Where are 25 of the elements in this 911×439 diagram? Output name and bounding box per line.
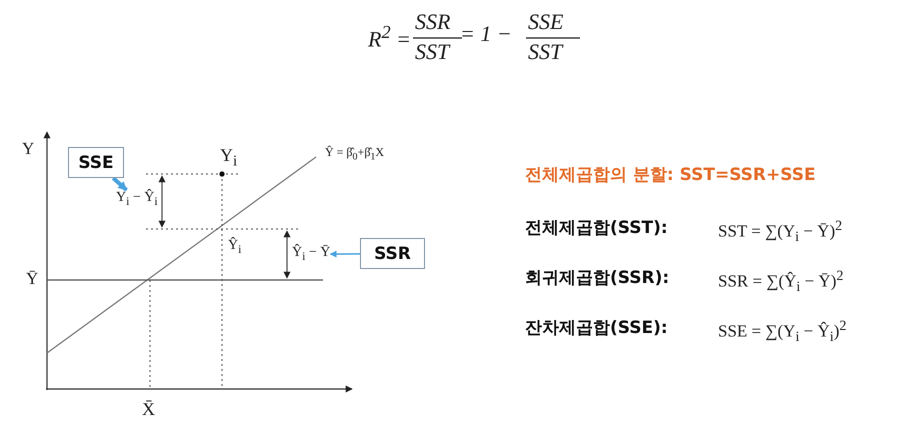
callout-box: SSR [360,238,425,269]
denominator: SST [528,40,562,64]
formula-text: SSE = ∑(Y$_{i}$ − Ŷ$_{i}$)$^{2}$ [718,319,846,346]
formula-text: SSR = ∑(Ŷ$_{i}$ − Ȳ)$^{2}$ [718,269,844,296]
point-label: Ŷ$_{i}$ [228,238,242,257]
axis-label: Y [22,140,34,159]
term-label: 회귀제곱합(SSR): [525,269,670,288]
term-label: Y$_{i}$ − Ŷ$_{i}$ [116,190,158,209]
formula-text: SST = ∑(Y$_{i}$ − Ȳ)$^{2}$ [718,219,842,246]
term-label: Ŷ$_{i}$ − Ȳ [292,245,330,264]
term-label: 전체제곱합(SST): [525,219,668,238]
point-label: Y$_{i}$ [220,146,238,170]
arrow [330,250,360,258]
formula-text: = 1 − [460,22,512,46]
numerator: SSE [528,10,564,34]
arrow [112,176,128,192]
axis-label: Ȳ [26,270,38,289]
callout-box: SSE [68,147,124,178]
denominator: SST [415,40,450,64]
term-label: 잔차제곱합(SSE): [525,319,668,338]
axis-label: X̄ [142,400,155,420]
heading: 전체제곱합의 분할: SST=SSR+SSE [525,166,816,185]
line-equation: Ŷ = β̂$_{0}$+β̂$_{1}$X [325,146,384,162]
numerator: SSR [415,10,450,34]
formula-text: R$^{2}$ = [368,22,411,52]
